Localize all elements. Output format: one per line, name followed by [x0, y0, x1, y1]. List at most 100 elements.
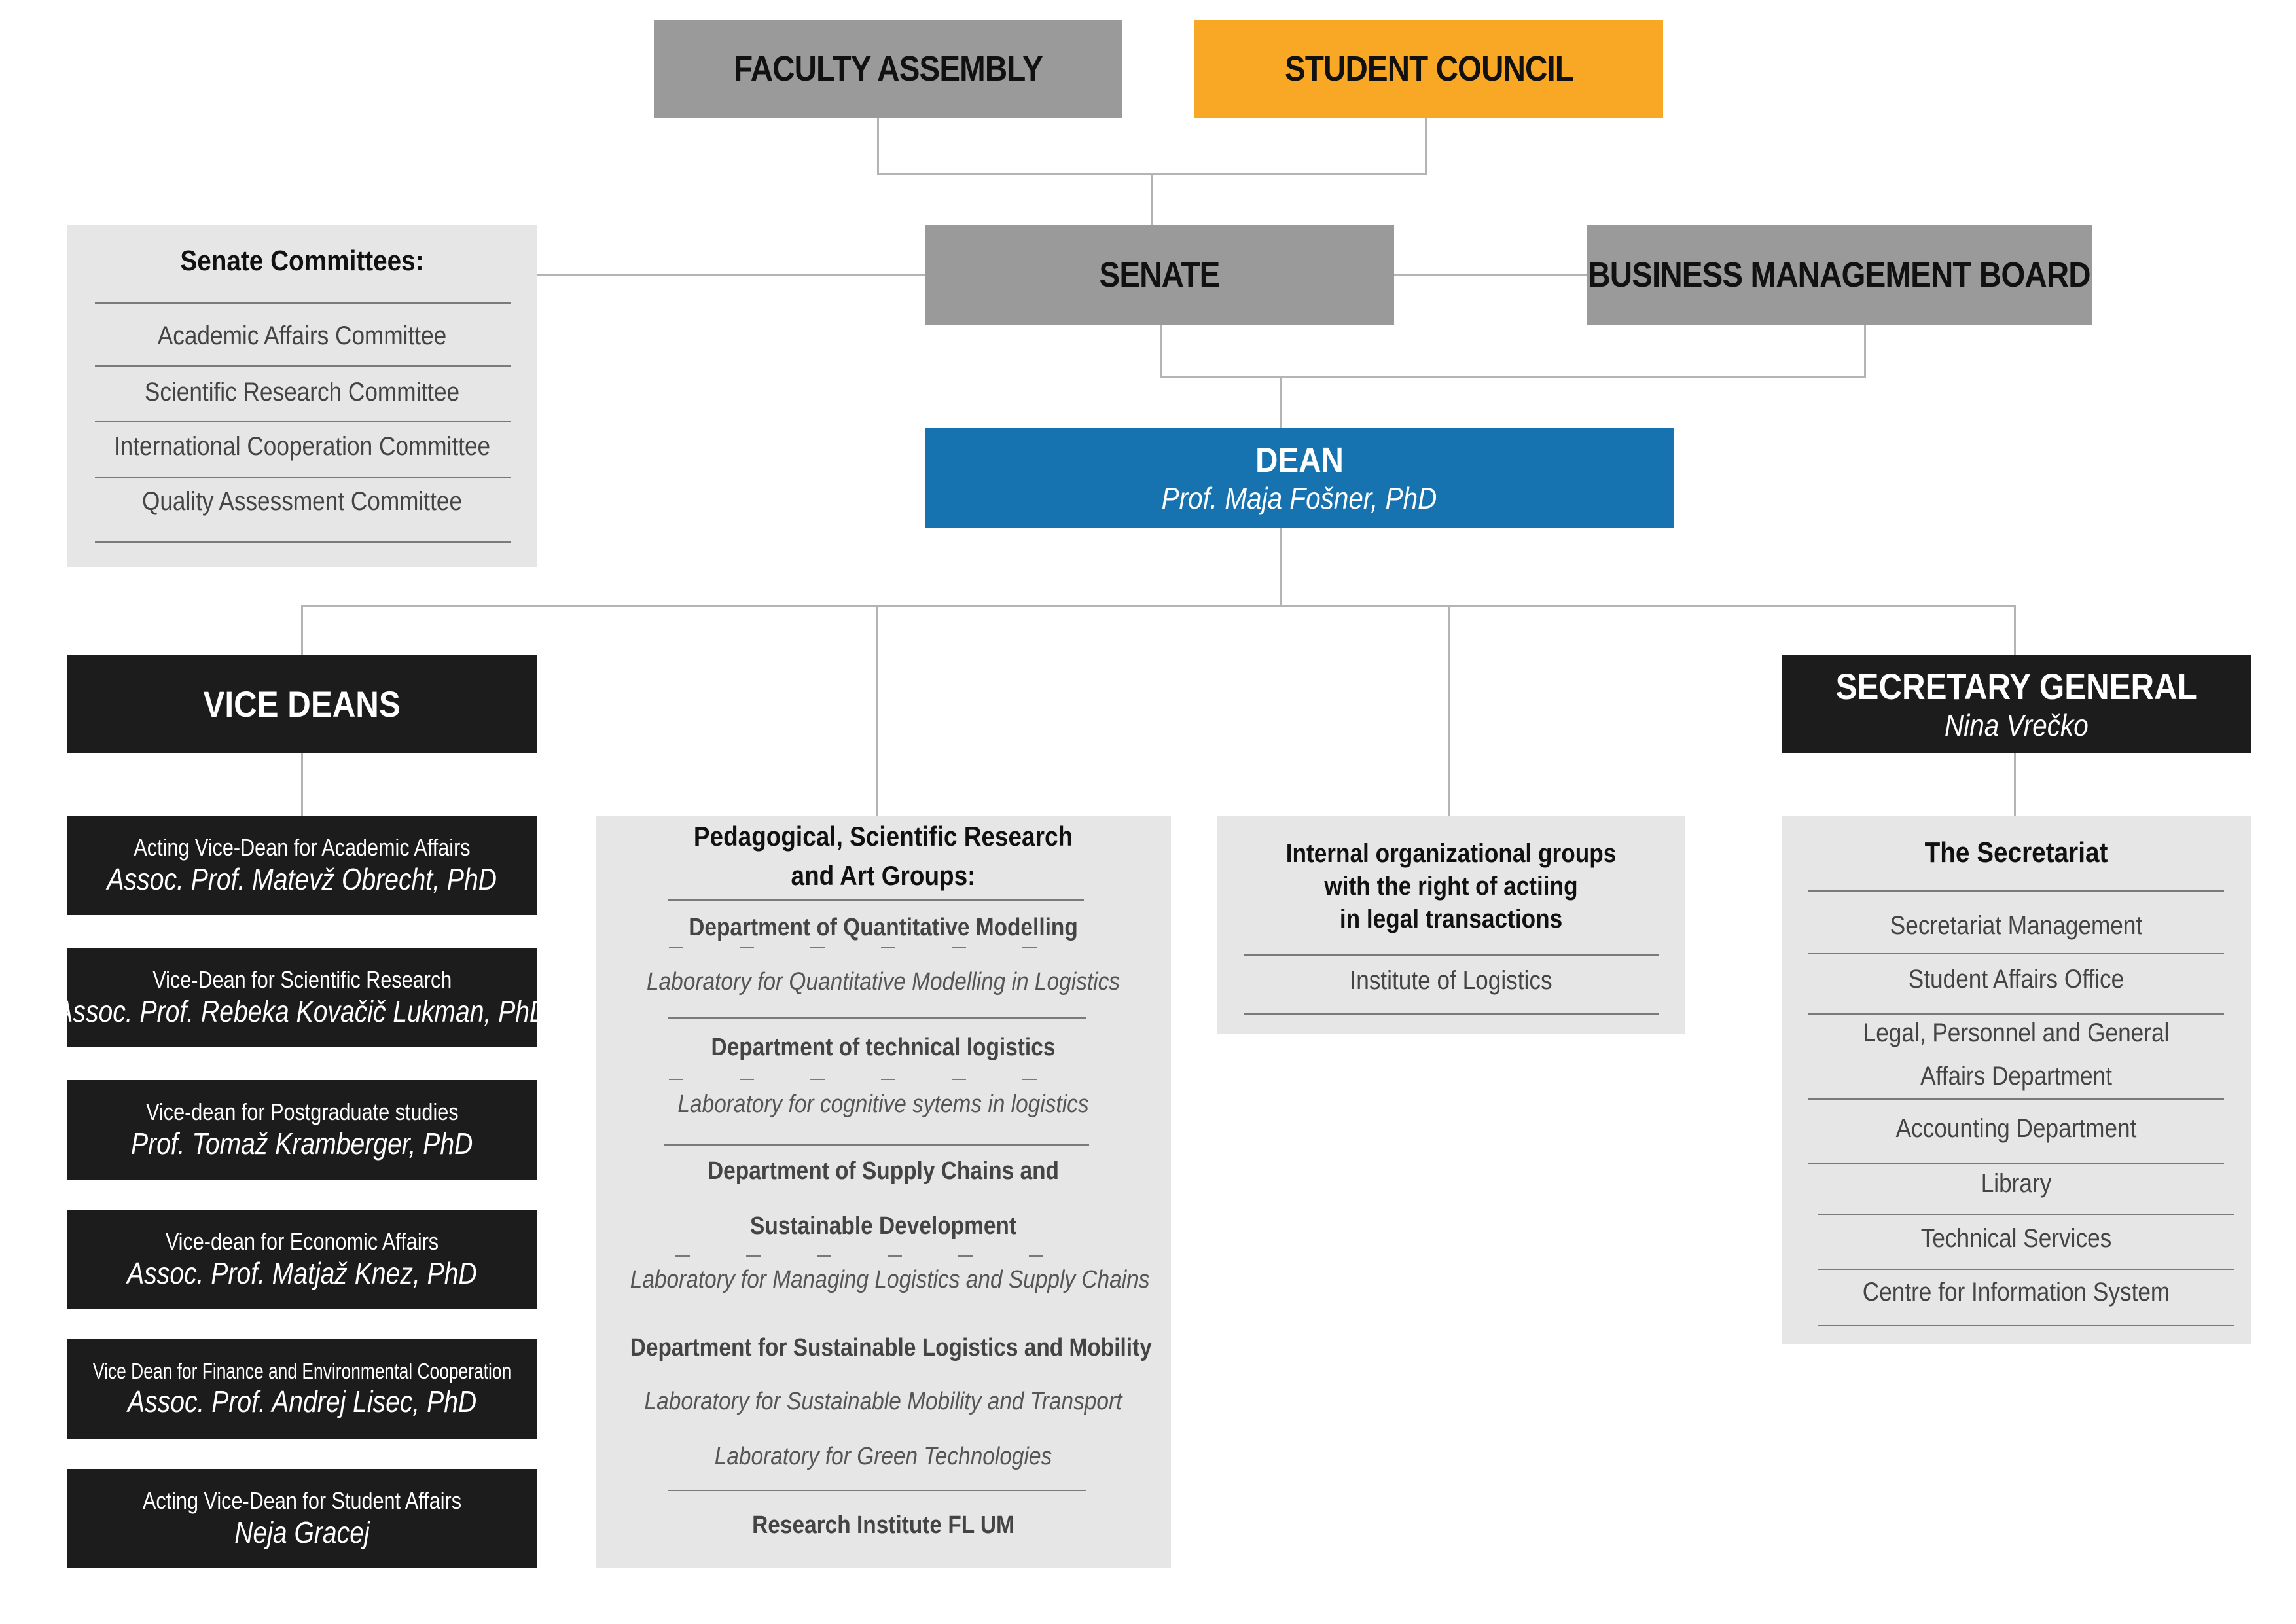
secretariat-item: Legal, Personnel and General: [1863, 1019, 2170, 1047]
connector-sc-down: [1425, 118, 1427, 174]
lab-quantitative-modelling: Laboratory for Quantitative Modelling in…: [646, 968, 1121, 996]
faculty-assembly-box: FACULTY ASSEMBLY: [654, 20, 1122, 118]
divider: [95, 302, 511, 304]
connector-to-secretary: [2014, 605, 2016, 655]
institute-of-logistics: Institute of Logistics: [1350, 966, 1552, 995]
department-supply-chains-line2: Sustainable Development: [750, 1212, 1016, 1240]
divider: [668, 899, 1084, 901]
department-technical-logistics: Department of technical logistics: [711, 1034, 1056, 1061]
divider: [1808, 890, 2224, 892]
lab-sustainable-mobility: Laboratory for Sustainable Mobility and …: [644, 1388, 1122, 1415]
business-board-box: BUSINESS MANAGEMENT BOARD: [1587, 225, 2092, 325]
connector-senate-down: [1160, 325, 1162, 377]
internal-groups-title-line2: with the right of actiing: [1324, 872, 1578, 901]
vice-dean-name: Assoc. Prof. Andrej Lisec, PhD: [127, 1384, 477, 1418]
connector-senate-board: [1394, 274, 1590, 276]
divider: [95, 365, 511, 367]
dashed-divider: [669, 947, 1088, 948]
vice-dean-title: Vice-Dean for Scientific Research: [152, 966, 452, 993]
committee-item: International Cooperation Committee: [113, 432, 491, 461]
divider: [95, 421, 511, 422]
connector-to-senate: [1151, 173, 1153, 225]
connector-to-vice-deans: [301, 605, 303, 655]
secretariat-item: Accounting Department: [1895, 1114, 2137, 1143]
lab-managing-logistics: Laboratory for Managing Logistics and Su…: [630, 1266, 1150, 1293]
lab-cognitive-systems: Laboratory for cognitive sytems in logis…: [677, 1091, 1089, 1118]
secretary-general-title: SECRETARY GENERAL: [1835, 665, 2197, 707]
divider: [1818, 1269, 2234, 1270]
faculty-assembly-label: FACULTY ASSEMBLY: [734, 49, 1043, 88]
senate-committees-title: Senate Committees:: [180, 245, 424, 277]
vice-dean-card: Acting Vice-Dean for Academic Affairs As…: [67, 816, 537, 915]
vice-dean-title: Vice Dean for Finance and Environmental …: [92, 1359, 512, 1383]
vice-dean-name: Assoc. Prof. Matevž Obrecht, PhD: [107, 862, 497, 896]
student-council-label: STUDENT COUNCIL: [1284, 49, 1574, 88]
secretary-general-name: Nina Vrečko: [1944, 708, 2089, 742]
senate-committees-panel: Senate Committees: Academic Affairs Comm…: [67, 225, 537, 567]
connector-vicedeans-down: [301, 753, 303, 816]
vice-dean-name: Prof. Tomaž Kramberger, PhD: [131, 1127, 473, 1161]
connector-fa-down: [877, 118, 879, 174]
secretariat-item: Secretariat Management: [1890, 911, 2143, 940]
connector-branch-horizontal: [301, 605, 2016, 607]
divider: [668, 1490, 1086, 1491]
connector-to-dean: [1280, 376, 1282, 428]
vice-deans-label: VICE DEANS: [203, 683, 401, 725]
secretariat-item: Centre for Information System: [1862, 1278, 2170, 1307]
divider: [664, 1144, 1089, 1146]
vice-dean-card: Vice Dean for Finance and Environmental …: [67, 1339, 537, 1439]
dean-title: DEAN: [1255, 441, 1344, 480]
connector-to-internal: [1448, 605, 1450, 816]
vice-deans-header: VICE DEANS: [67, 655, 537, 753]
divider: [95, 477, 511, 478]
divider: [1808, 1013, 2224, 1015]
pedagogical-title-line1: Pedagogical, Scientific Research: [693, 821, 1073, 852]
connector-to-pedagogical: [876, 605, 878, 816]
committee-item: Scientific Research Committee: [144, 378, 460, 406]
department-quantitative-modelling: Department of Quantitative Modelling: [689, 914, 1078, 941]
committee-item: Quality Assessment Committee: [141, 487, 463, 516]
internal-groups-title-line3: in legal transactions: [1339, 905, 1563, 933]
committee-item: Academic Affairs Committee: [157, 321, 447, 350]
secretariat-item: Student Affairs Office: [1908, 965, 2125, 994]
dean-name: Prof. Maja Fošner, PhD: [1162, 481, 1437, 515]
secretariat-item: Affairs Department: [1920, 1062, 2112, 1091]
senate-box: SENATE: [925, 225, 1394, 325]
lab-green-technologies: Laboratory for Green Technologies: [714, 1443, 1052, 1470]
vice-dean-name: Assoc. Prof. Matjaž Knez, PhD: [127, 1256, 477, 1290]
vice-dean-card: Acting Vice-Dean for Student Affairs Nej…: [67, 1469, 537, 1568]
vice-dean-name: Assoc. Prof. Rebeka Kovačič Lukman, PhD: [56, 994, 548, 1028]
vice-dean-title: Acting Vice-Dean for Academic Affairs: [134, 834, 471, 861]
vice-dean-title: Acting Vice-Dean for Student Affairs: [142, 1487, 462, 1514]
divider: [1808, 1163, 2224, 1164]
divider: [1818, 1214, 2234, 1215]
business-board-label: BUSINESS MANAGEMENT BOARD: [1588, 255, 2090, 295]
secretary-general-box: SECRETARY GENERAL Nina Vrečko: [1782, 655, 2251, 753]
divider: [95, 541, 511, 543]
connector-secretary-down: [2014, 753, 2016, 816]
pedagogical-title-line2: and Art Groups:: [791, 860, 976, 891]
secretariat-item: Technical Services: [1920, 1224, 2112, 1253]
divider: [1808, 1098, 2224, 1100]
dean-box: DEAN Prof. Maja Fošner, PhD: [925, 428, 1674, 528]
pedagogical-groups-panel: Pedagogical, Scientific Research and Art…: [596, 816, 1171, 1568]
secretariat-title: The Secretariat: [1924, 837, 2108, 869]
divider: [1808, 953, 2224, 954]
divider: [668, 1017, 1086, 1019]
senate-label: SENATE: [1099, 255, 1221, 295]
connector-dean-down: [1280, 528, 1282, 606]
vice-dean-title: Vice-dean for Postgraduate studies: [145, 1098, 459, 1125]
divider: [1818, 1325, 2234, 1326]
vice-dean-card: Vice-dean for Postgraduate studies Prof.…: [67, 1080, 537, 1180]
vice-dean-name: Neja Gracej: [234, 1515, 370, 1549]
internal-groups-title-line1: Internal organizational groups: [1285, 839, 1617, 868]
department-supply-chains-line1: Department of Supply Chains and: [708, 1157, 1059, 1185]
connector-board-down: [1864, 325, 1866, 377]
research-institute: Research Institute FL UM: [752, 1511, 1014, 1539]
department-sustainable-logistics: Department for Sustainable Logistics and…: [630, 1334, 1152, 1362]
dashed-divider: [669, 1079, 1088, 1080]
connector-committees-senate: [537, 274, 925, 276]
divider: [1244, 954, 1659, 956]
student-council-box: STUDENT COUNCIL: [1194, 20, 1663, 118]
secretariat-item: Library: [1981, 1169, 2052, 1198]
